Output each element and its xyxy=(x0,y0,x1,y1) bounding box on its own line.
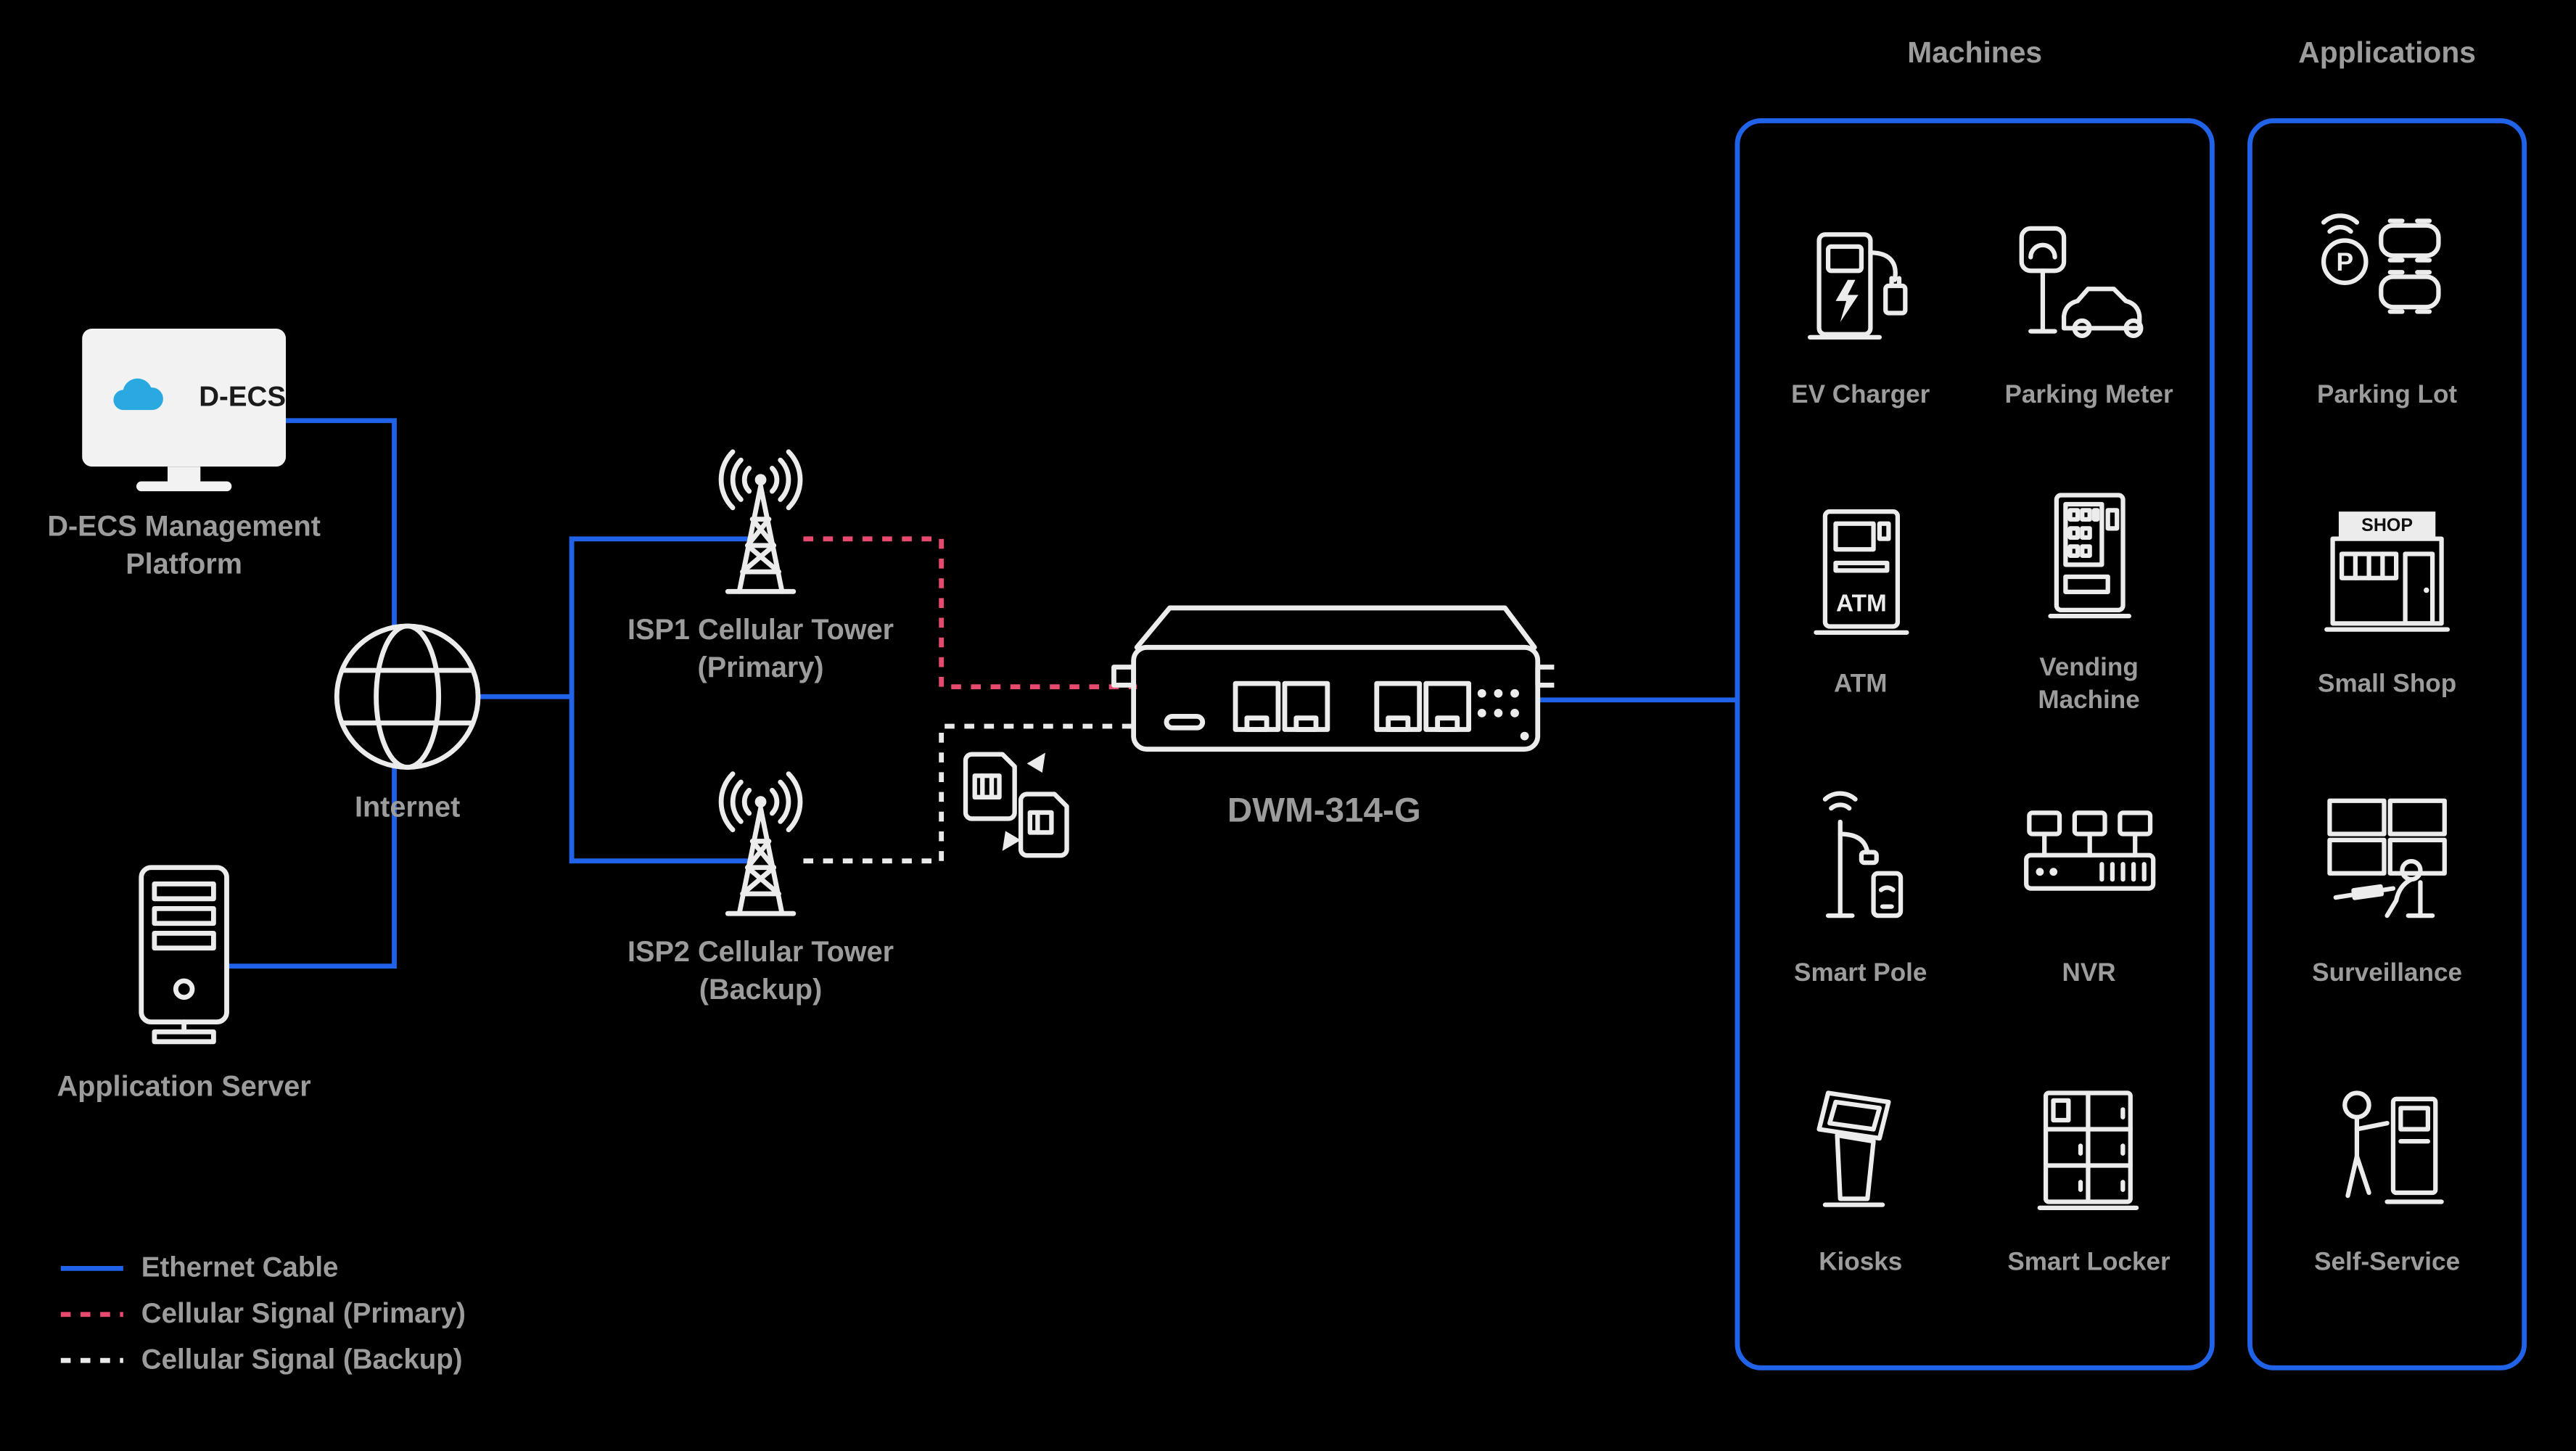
machines-panel-title: Machines xyxy=(1907,36,2043,70)
router-icon xyxy=(1111,605,1555,752)
ethernet-line-server xyxy=(226,765,397,969)
atm-icon-text: ATM xyxy=(1835,590,1886,617)
item-label: NVR xyxy=(2062,959,2116,987)
monitor-stand xyxy=(167,466,201,482)
shop-sign-text: SHOP xyxy=(2361,515,2413,535)
node-isp1-tower: ISP1 Cellular Tower (Primary) xyxy=(596,440,925,687)
smart-pole-icon xyxy=(1822,791,1903,918)
legend-row-ethernet: Ethernet Cable xyxy=(59,1246,466,1291)
ethernet-line-management xyxy=(286,418,397,626)
self-service-icon xyxy=(2342,1090,2444,1204)
item-label: Parking Meter xyxy=(2004,380,2173,409)
item-label: Surveillance xyxy=(2312,959,2463,987)
node-isp2-tower: ISP2 Cellular Tower (Backup) xyxy=(596,763,925,1009)
internet-label: Internet xyxy=(354,790,461,823)
item-label: Parking Lot xyxy=(2317,380,2458,409)
nvr-icon xyxy=(2022,810,2155,891)
cellular-primary-line xyxy=(803,536,1137,690)
parking-lot-icon: P xyxy=(2321,213,2441,314)
parking-p-text: P xyxy=(2336,247,2353,276)
applications-item-parking-lot: P Parking Lot xyxy=(2311,210,2462,411)
applications-item-self-service: Self-Service xyxy=(2311,1077,2462,1278)
applications-item-small-shop: SHOP Small Shop xyxy=(2311,499,2462,700)
ev-charger-icon xyxy=(1806,231,1907,340)
item-label: Kiosks xyxy=(1819,1248,1903,1277)
ethernet-line-towers xyxy=(478,536,749,864)
machines-item-smart-locker: Smart Locker xyxy=(2007,1077,2170,1278)
legend-row-cellular-primary: Cellular Signal (Primary) xyxy=(59,1291,466,1337)
legend-label: Ethernet Cable xyxy=(141,1251,339,1283)
monitor-icon: D-ECS xyxy=(82,328,287,467)
machines-item-ev-charger: EV Charger xyxy=(1785,210,1936,411)
ethernet-line-sample xyxy=(60,1265,123,1271)
item-label: Smart Locker xyxy=(2007,1248,2170,1277)
item-label: EV Charger xyxy=(1791,380,1930,409)
node-management-platform: D-ECS D-ECS Management Platform xyxy=(20,328,348,583)
machines-item-parking-meter: Parking Meter xyxy=(2004,210,2173,411)
atm-icon: ATM xyxy=(1813,509,1909,635)
legend-row-cellular-backup: Cellular Signal (Backup) xyxy=(59,1337,466,1383)
item-label: ATM xyxy=(1834,670,1888,699)
cellular-backup-line-sample xyxy=(60,1357,123,1363)
item-label: Smart Pole xyxy=(1794,959,1927,987)
smart-locker-icon xyxy=(2038,1090,2140,1210)
machines-item-vending-machine: Vending Machine xyxy=(1992,483,2186,716)
cellular-backup-line xyxy=(803,723,1137,864)
management-label: D-ECS Management Platform xyxy=(47,509,321,580)
machines-panel: EV Charger Parking Meter ATM AT xyxy=(1735,118,2215,1370)
cellular-primary-line-sample xyxy=(60,1312,123,1318)
machines-item-kiosks: Kiosks xyxy=(1785,1077,1936,1278)
surveillance-icon xyxy=(2327,798,2447,918)
item-label: Vending Machine xyxy=(2038,654,2140,715)
parking-meter-icon xyxy=(2020,226,2144,338)
kiosk-icon xyxy=(1816,1090,1890,1207)
cell-tower-icon xyxy=(718,771,803,916)
legend-label: Cellular Signal (Primary) xyxy=(141,1298,466,1330)
machines-item-nvr: NVR xyxy=(2013,789,2164,990)
sim-cards-icon xyxy=(963,752,1069,858)
isp1-label: ISP1 Cellular Tower (Primary) xyxy=(627,612,894,684)
item-label: Small Shop xyxy=(2318,670,2457,699)
small-shop-icon: SHOP xyxy=(2324,511,2451,632)
applications-panel: P Parking Lot SHOP Small Shop xyxy=(2247,118,2527,1370)
node-application-server: Application Server xyxy=(36,861,332,1106)
machines-item-atm: ATM ATM xyxy=(1785,499,1936,700)
application-server-label: Application Server xyxy=(57,1069,311,1103)
decs-cloud-icon xyxy=(112,378,162,411)
applications-panel-title: Applications xyxy=(2298,36,2476,70)
legend-label: Cellular Signal (Backup) xyxy=(141,1344,463,1376)
machines-item-smart-pole: Smart Pole xyxy=(1785,789,1936,990)
vending-machine-icon xyxy=(2047,493,2131,619)
decs-screen-text: D-ECS xyxy=(199,381,287,413)
item-label: Self-Service xyxy=(2314,1248,2461,1277)
node-internet: Internet xyxy=(289,621,526,826)
cell-tower-icon xyxy=(718,449,803,594)
router-label: DWM-314-G xyxy=(1227,792,1421,830)
globe-icon xyxy=(334,623,481,770)
server-icon xyxy=(139,865,229,1045)
applications-item-surveillance: Surveillance xyxy=(2311,789,2462,990)
legend: Ethernet Cable Cellular Signal (Primary)… xyxy=(59,1246,466,1384)
monitor-base xyxy=(136,481,232,492)
isp2-label: ISP2 Cellular Tower (Backup) xyxy=(627,934,894,1006)
